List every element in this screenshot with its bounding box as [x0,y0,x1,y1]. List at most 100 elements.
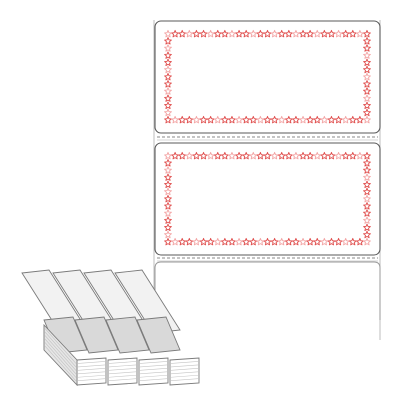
stack-layer-line [139,378,168,381]
border-star [284,29,293,38]
border-star [363,58,371,67]
label-outline [154,20,381,134]
stack-side-layer-line [44,342,77,378]
fanfold-stack [21,269,200,387]
stack-front-face [107,357,138,386]
border-star [164,115,172,124]
stack-layer-line [170,371,199,375]
stack-layer-line [108,364,137,368]
stack-layer-line [108,374,137,378]
label-group [154,20,381,320]
stack-side-layer-line [44,331,77,368]
border-star [206,29,215,38]
border-star [235,237,243,246]
border-star [164,230,172,239]
border-star [292,237,300,246]
border-star [164,173,172,181]
border-star [220,115,229,124]
border-star [178,237,187,246]
border-star [356,151,364,160]
border-star [363,216,371,224]
border-star [164,65,172,74]
border-star [270,237,279,246]
border-star [164,37,172,45]
border-star [164,29,172,38]
border-star [178,115,187,124]
border-star [164,202,172,210]
border-star [284,237,293,246]
border-star [299,115,307,124]
border-star [256,115,265,124]
border-star [242,237,251,246]
stack-layer-line [139,361,168,364]
border-star [213,151,222,160]
border-star [320,151,329,160]
border-star [263,115,272,124]
border-star [220,151,229,160]
border-star [270,115,279,124]
fanfold-stack-front [43,323,200,387]
border-star [348,29,357,38]
label-3-partial [154,261,381,320]
border-star [348,151,357,160]
border-star [327,29,336,38]
border-star [327,115,336,124]
border-star [178,151,187,160]
stack-side-layer-line [44,328,77,364]
border-star [363,159,371,167]
border-star [363,115,371,124]
border-star [327,151,336,160]
border-star [213,115,222,124]
border-star [299,237,307,246]
border-star [270,29,279,38]
border-star [228,151,236,160]
border-star [363,180,371,189]
stack-layer-line [77,371,106,375]
border-star [313,115,322,124]
border-star [320,237,329,246]
border-star [306,237,315,246]
border-star [199,237,208,246]
border-star [341,29,350,38]
border-star [292,151,300,160]
border-star [164,51,172,59]
border-star [363,108,371,117]
border-star [199,115,208,124]
border-star [164,159,172,167]
border-star [363,223,371,232]
border-star [284,151,293,160]
border-star [306,151,315,160]
stack-layer-line [108,368,137,371]
border-star [334,237,343,246]
label-1 [154,20,381,134]
border-star [341,151,350,160]
border-star [263,237,272,246]
middle-sheet-panel [105,316,150,354]
stack-layer-line [170,378,199,381]
border-star [171,151,179,160]
border-star [164,209,172,217]
border-star [313,29,322,38]
border-star [164,216,172,224]
border-star [299,29,307,38]
border-star [363,37,371,45]
border-star [363,65,371,74]
stack-side-layer-line [44,335,77,371]
border-star [206,151,215,160]
border-star [164,194,172,203]
border-star [228,29,236,38]
border-star [363,44,371,52]
border-star [320,29,329,38]
border-star [249,29,258,38]
stack-layer-line [108,378,137,381]
border-star [348,115,357,124]
border-star [171,115,179,124]
border-star [334,29,343,38]
border-star [363,237,371,246]
fanfold-middle-sheet [43,316,181,354]
border-star [356,237,364,246]
border-star [164,180,172,189]
stack-layer-line [77,361,106,364]
border-star [363,29,371,38]
middle-sheet-panel [74,316,119,354]
